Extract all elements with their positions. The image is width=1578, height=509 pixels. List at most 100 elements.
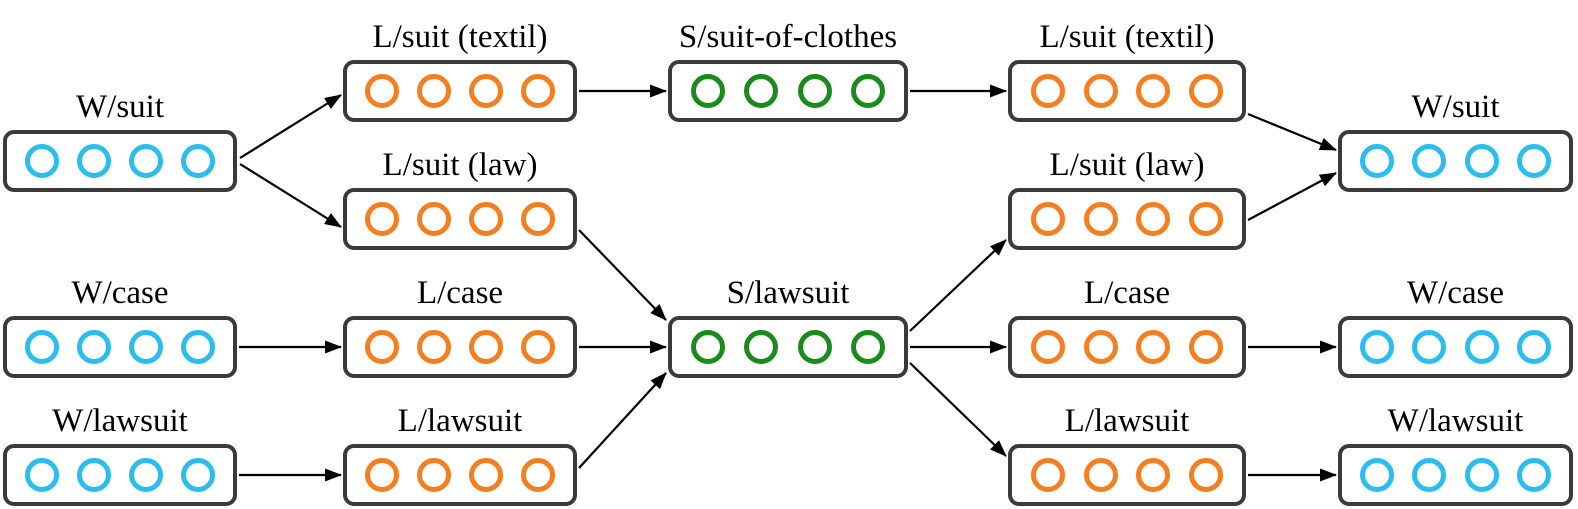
node-label: S/suit-of-clothes [678, 18, 898, 55]
unit-circle [1030, 458, 1065, 492]
embedding-box [1008, 188, 1246, 250]
node-label: W/suit [1411, 88, 1500, 125]
node-w-suit-left: W/suit [3, 89, 237, 192]
unit-circle [469, 458, 503, 492]
embedding-box [343, 60, 577, 122]
unit-circle [25, 144, 59, 178]
edge-wsuit-to-lsuit-law [239, 163, 342, 228]
unit-circle [1516, 458, 1551, 492]
unit-circle [1516, 330, 1551, 364]
unit-circle [1083, 330, 1118, 364]
unit-circle [181, 144, 215, 178]
unit-circle [521, 458, 555, 492]
unit-circle [1189, 330, 1224, 364]
unit-circle [1083, 202, 1118, 236]
unit-circle [744, 330, 779, 364]
unit-circle [417, 330, 451, 364]
unit-circle [1412, 458, 1447, 492]
unit-circle [1083, 74, 1118, 108]
edge-lsuit-law-r-to-wsuit [1247, 172, 1337, 221]
unit-circle [1360, 458, 1395, 492]
unit-circle [469, 202, 503, 236]
node-label: L/lawsuit [397, 402, 523, 439]
unit-circle [521, 74, 555, 108]
unit-circle [1412, 330, 1447, 364]
edge-lsuit-textil-r-to-wsuit [1247, 112, 1337, 152]
node-label: W/lawsuit [1387, 402, 1524, 439]
unit-circle [1464, 144, 1499, 178]
node-l-suit-law-left: L/suit (law) [343, 147, 577, 250]
node-s-suit-of-clothes: S/suit-of-clothes [668, 19, 908, 122]
embedding-box [1338, 444, 1573, 506]
unit-circle [797, 74, 832, 108]
embedding-box [343, 444, 577, 506]
node-label: L/case [1083, 274, 1171, 311]
unit-circle [1136, 458, 1171, 492]
node-label: S/lawsuit [726, 274, 850, 311]
node-label: L/suit (textil) [1039, 18, 1215, 55]
node-w-suit-right: W/suit [1338, 89, 1573, 192]
unit-circle [365, 458, 399, 492]
unit-circle [1189, 458, 1224, 492]
unit-circle [469, 330, 503, 364]
unit-circle [365, 202, 399, 236]
unit-circle [521, 330, 555, 364]
edge-slawsuit-to-llawsuit-r [909, 362, 1007, 457]
node-w-lawsuit-right: W/lawsuit [1338, 403, 1573, 506]
node-w-case-left: W/case [3, 275, 237, 378]
unit-circle [1030, 202, 1065, 236]
unit-circle [1030, 74, 1065, 108]
unit-circle [25, 458, 59, 492]
embedding-box [343, 188, 577, 250]
unit-circle [417, 74, 451, 108]
edge-wsuit-to-lsuit-textil [239, 94, 342, 159]
unit-circle [1412, 144, 1447, 178]
unit-circle [1136, 74, 1171, 108]
node-s-lawsuit: S/lawsuit [668, 275, 908, 378]
unit-circle [850, 330, 885, 364]
node-label: W/lawsuit [52, 402, 188, 439]
unit-circle [691, 74, 726, 108]
edge-llawsuit-to-slawsuit [578, 372, 667, 469]
unit-circle [129, 144, 163, 178]
unit-circle [181, 330, 215, 364]
unit-circle [691, 330, 726, 364]
unit-circle [521, 202, 555, 236]
unit-circle [744, 74, 779, 108]
embedding-box [1338, 316, 1573, 378]
unit-circle [1136, 202, 1171, 236]
unit-circle [129, 330, 163, 364]
node-label: L/case [416, 274, 504, 311]
node-l-suit-law-right: L/suit (law) [1008, 147, 1246, 250]
unit-circle [365, 330, 399, 364]
node-l-case-right: L/case [1008, 275, 1246, 378]
embedding-box [3, 130, 237, 192]
node-l-lawsuit-right: L/lawsuit [1008, 403, 1246, 506]
unit-circle [1189, 74, 1224, 108]
node-l-suit-textil-left: L/suit (textil) [343, 19, 577, 122]
node-w-case-right: W/case [1338, 275, 1573, 378]
unit-circle [1030, 330, 1065, 364]
unit-circle [129, 458, 163, 492]
unit-circle [77, 144, 111, 178]
edge-slawsuit-to-lsuit-law-r [909, 239, 1007, 332]
embedding-box [1008, 444, 1246, 506]
embedding-box [3, 316, 237, 378]
node-l-lawsuit-left: L/lawsuit [343, 403, 577, 506]
embedding-box [668, 316, 908, 378]
unit-circle [365, 74, 399, 108]
edge-lsuit-law-to-slawsuit [578, 229, 667, 321]
unit-circle [1189, 202, 1224, 236]
unit-circle [77, 458, 111, 492]
node-l-case-left: L/case [343, 275, 577, 378]
node-label: W/case [1406, 274, 1505, 311]
embedding-box [1008, 316, 1246, 378]
embedding-box [343, 316, 577, 378]
unit-circle [797, 330, 832, 364]
embedding-box [1008, 60, 1246, 122]
embedding-box [1338, 130, 1573, 192]
unit-circle [1464, 330, 1499, 364]
node-w-lawsuit-left: W/lawsuit [3, 403, 237, 506]
